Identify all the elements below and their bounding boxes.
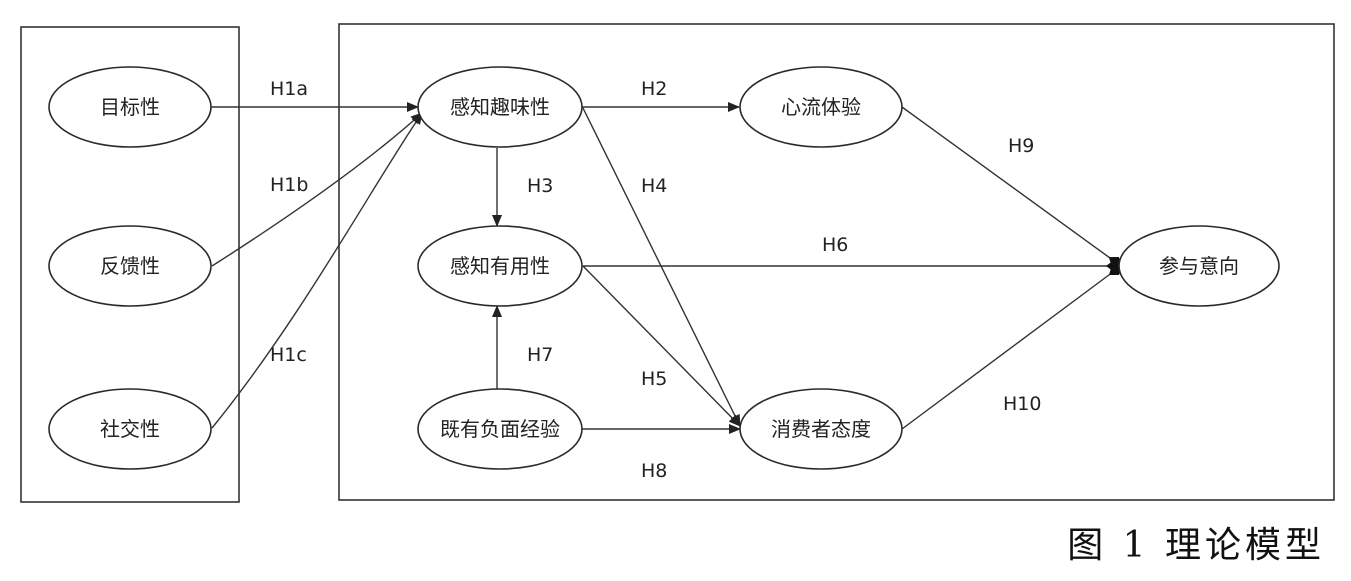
figure-caption: 图 1 理论模型 [1067, 525, 1325, 566]
edge-label-h1a: H1a [270, 78, 308, 100]
edge-label-h7: H7 [527, 344, 553, 366]
node-useful-label: 感知有用性 [450, 254, 550, 278]
edge-h10 [901, 265, 1122, 430]
node-social: 社交性 [48, 388, 212, 470]
node-feedback-label: 反馈性 [100, 254, 160, 278]
edge-label-h6: H6 [822, 234, 848, 256]
right-group-box [338, 23, 1335, 501]
edge-label-h9: H9 [1008, 135, 1034, 157]
node-useful: 感知有用性 [417, 225, 583, 307]
edge-label-h10: H10 [1003, 393, 1041, 415]
edge-label-h1c: H1c [270, 344, 307, 366]
node-attitude-label: 消费者态度 [771, 417, 871, 441]
node-goal-label: 目标性 [100, 95, 160, 119]
node-fun-label: 感知趣味性 [450, 95, 550, 119]
edge-label-h8: H8 [641, 460, 667, 482]
edge-label-h1b: H1b [270, 174, 308, 196]
node-attitude: 消费者态度 [739, 388, 903, 470]
node-social-label: 社交性 [100, 417, 160, 441]
node-feedback: 反馈性 [48, 225, 212, 307]
node-flow: 心流体验 [739, 66, 903, 148]
edge-h4 [582, 107, 741, 427]
edge-label-h5: H5 [641, 368, 667, 390]
node-neg-label: 既有负面经验 [440, 417, 560, 441]
left-group-box [20, 26, 240, 503]
edge-h1b [211, 112, 423, 267]
node-fun: 感知趣味性 [417, 66, 583, 148]
node-goal: 目标性 [48, 66, 212, 148]
node-neg: 既有负面经验 [417, 388, 583, 470]
edge-h5 [582, 265, 741, 427]
edge-h9 [901, 106, 1122, 267]
node-flow-label: 心流体验 [781, 95, 861, 119]
node-intent: 参与意向 [1118, 225, 1280, 307]
edge-h1c [211, 112, 423, 429]
edge-label-h2: H2 [641, 78, 667, 100]
node-intent-label: 参与意向 [1159, 254, 1239, 278]
edge-label-h3: H3 [527, 175, 553, 197]
edge-label-h4: H4 [641, 175, 667, 197]
